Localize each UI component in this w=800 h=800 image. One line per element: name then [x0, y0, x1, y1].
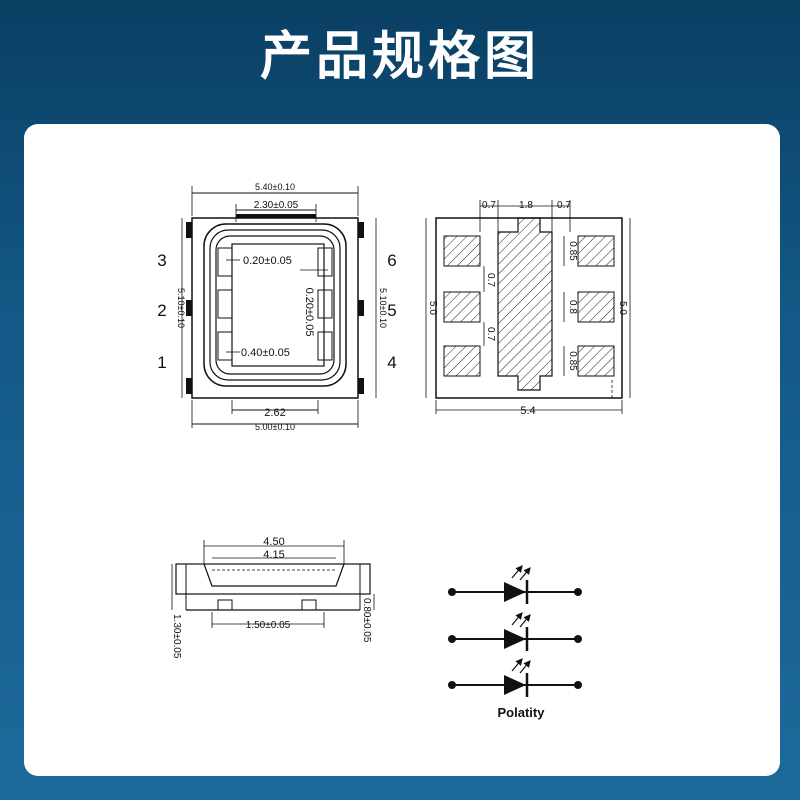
top-width-outer-label: 5.40±0.10	[255, 182, 295, 192]
pad-right-2	[577, 291, 615, 323]
page-title: 产品规格图	[259, 27, 540, 87]
center-width-label: 1.8	[519, 200, 533, 211]
pin-tab	[358, 300, 364, 316]
gap-left-2-label: 0.7	[485, 327, 496, 341]
pin-number-3: 3	[157, 251, 166, 270]
side-height-body-label: 0.80±0.05	[361, 598, 372, 643]
pin-number-2: 2	[157, 301, 166, 320]
pin-tab	[186, 378, 192, 394]
lead-finger	[317, 289, 333, 319]
pin-tab	[358, 378, 364, 394]
pad-height-left-label: 5.0	[427, 301, 438, 315]
pad-left-2	[443, 291, 481, 323]
side-foot-span-label: 1.50±0.05	[246, 620, 291, 631]
top-base-width-label: 2.62	[264, 407, 285, 419]
top-width-lens-label: 2.30±0.05	[254, 200, 299, 211]
gap-left-1-label: 0.7	[485, 273, 496, 287]
lead-finger	[317, 247, 333, 277]
pad-height-right-label: 5.0	[617, 301, 628, 315]
led-symbol-3	[448, 658, 582, 697]
pin-number-5: 5	[387, 301, 396, 320]
top-view: 5.40±0.10 2.30±0.05 5.10±0.10 5.10±0.10 …	[157, 182, 396, 432]
led-symbol-2	[448, 612, 582, 651]
top-bottom-width-label: 5.00±0.10	[255, 422, 295, 432]
pin-tab	[186, 222, 192, 238]
pad-right-1	[577, 235, 615, 267]
lead-finger	[217, 331, 233, 361]
top-height-right-label: 5.10±0.10	[378, 288, 388, 328]
pad-left-1	[443, 235, 481, 267]
pad-height-1-label: 0.85	[567, 241, 578, 261]
spec-card: 5.40±0.10 2.30±0.05 5.10±0.10 5.10±0.10 …	[24, 124, 780, 776]
lead-finger	[217, 247, 233, 277]
side-view: 4.50 4.15 1.50±0.05 1.30±0.05 0.80±0.05	[171, 536, 375, 659]
top-right-gap-label: 0.20±0.05	[303, 288, 315, 337]
pad-height-2-label: 0.8	[567, 300, 578, 314]
pin-tab	[358, 222, 364, 238]
side-foot-left	[217, 599, 233, 611]
side-foot-right	[301, 599, 317, 611]
pin-tab	[186, 300, 192, 316]
pad-height-3-label: 0.85	[567, 351, 578, 371]
pin-number-6: 6	[387, 251, 396, 270]
polarity-label: Polatity	[498, 705, 546, 720]
side-width-inner-label: 4.15	[263, 549, 284, 561]
top-gap-label: 0.20±0.05	[243, 255, 292, 267]
lens-inner-ring	[215, 235, 335, 375]
pin-number-1: 1	[157, 353, 166, 372]
pad-width-left-label: 0.7	[482, 200, 496, 211]
center-pad	[497, 217, 553, 391]
side-height-total-label: 1.30±0.05	[171, 614, 182, 659]
top-height-left-label: 5.10±0.10	[176, 288, 186, 328]
pad-right-3	[577, 345, 615, 377]
lead-finger	[217, 289, 233, 319]
lens-outer-ring	[203, 223, 347, 387]
pad-total-width-label: 5.4	[520, 405, 535, 417]
pin-number-4: 4	[387, 353, 396, 372]
lead-finger	[317, 331, 333, 361]
pad-width-right-label: 0.7	[557, 200, 571, 211]
polarity-diagram: Polatity	[448, 565, 582, 720]
top-inner-gap-label: 0.40±0.05	[241, 347, 290, 359]
pad-left-3	[443, 345, 481, 377]
pad-view: 0.7 1.8 0.7 0.7 0.7 0.85 0.8 0.85 5.0 5.…	[425, 200, 631, 417]
side-lens	[203, 563, 345, 587]
side-width-outer-label: 4.50	[263, 536, 284, 548]
spec-drawing: 5.40±0.10 2.30±0.05 5.10±0.10 5.10±0.10 …	[157, 182, 631, 720]
led-symbol-1	[448, 565, 582, 604]
lens-middle-ring	[209, 229, 341, 381]
